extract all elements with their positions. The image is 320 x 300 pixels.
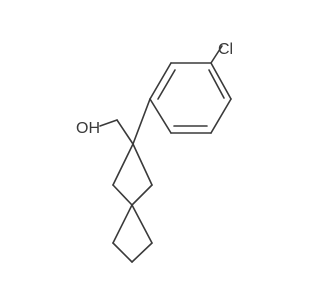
chloro-bond [210, 45, 223, 64]
aromatic-double-bond [208, 69, 225, 99]
cyclobutane-bond [131, 184, 153, 206]
cyclobutane-bond [112, 204, 133, 244]
chemical-structure: Cl OH [76, 41, 233, 263]
aromatic-double-bond [157, 69, 176, 100]
ring-bond [210, 62, 232, 100]
aryl-bond [132, 98, 151, 145]
ring-bond [149, 98, 172, 134]
spiro-ring-system [112, 143, 153, 263]
cyclobutane-bond [132, 143, 153, 186]
cyclobutane-bond [112, 242, 133, 263]
atom-label-oh: OH [76, 120, 100, 137]
cyclobutane-bond [112, 143, 134, 186]
hydroxyl-bond [99, 119, 118, 127]
cyclobutane-bond [112, 184, 133, 206]
cyclobutane-bond [131, 204, 153, 244]
atom-label-cl: Cl [218, 41, 233, 58]
ring-bond [210, 98, 232, 134]
benzene-ring [149, 62, 232, 134]
cyclobutane-bond [131, 242, 153, 263]
methylene-bond [116, 119, 134, 145]
ring-bond [149, 62, 172, 100]
